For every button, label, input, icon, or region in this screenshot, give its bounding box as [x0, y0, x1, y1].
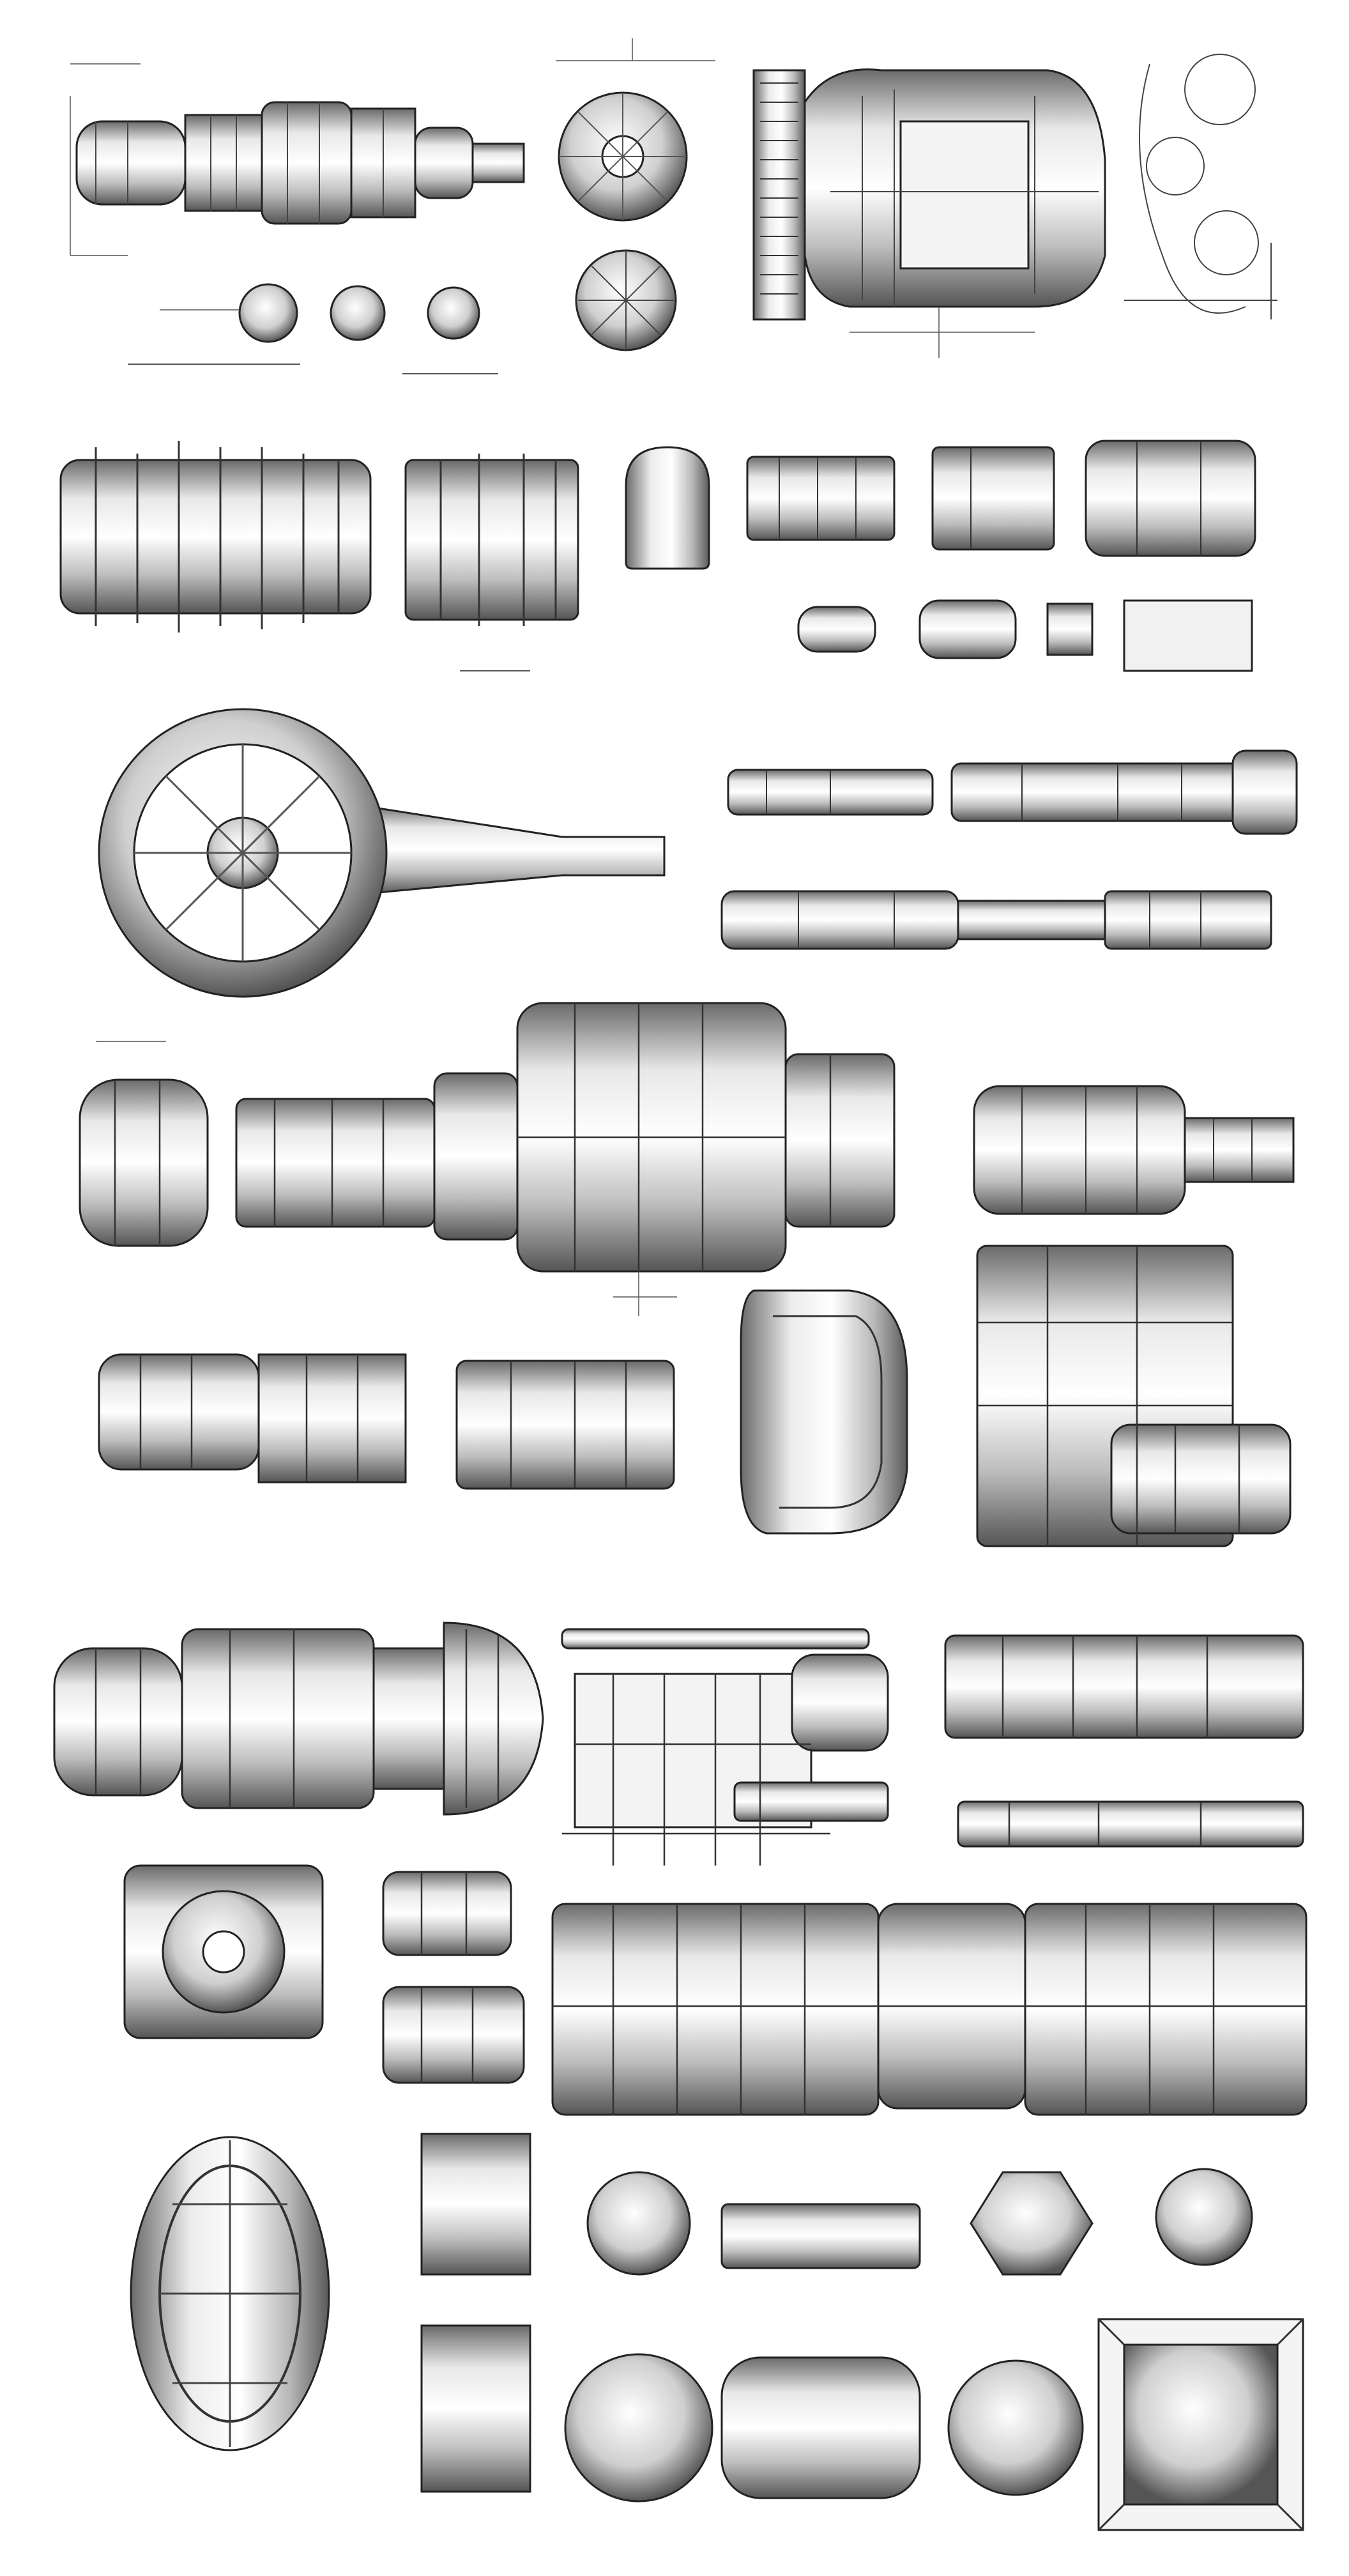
frame-engine-module: [976, 1245, 1292, 1547]
turbine-shaft-assembly: [70, 63, 525, 256]
coupling-parts-row: [746, 440, 1256, 672]
ovoid-cage: [130, 2136, 330, 2451]
large-frame-assembly: [551, 1903, 1307, 2116]
fan-disc-front-view: [556, 38, 715, 222]
bottom-parts-grid: [420, 2133, 1304, 2531]
curved-duct-assembly: [740, 1289, 908, 1535]
small-bearing-row: [128, 283, 498, 374]
cylinder-stack: [98, 1353, 675, 1490]
square-fan-housing: [123, 1864, 324, 2039]
side-engine-module: [973, 1085, 1295, 1215]
long-shaft-assembly: [720, 749, 1298, 950]
wheel-and-arm: [98, 708, 666, 998]
loop-schematic: [1124, 54, 1277, 319]
domed-cap: [625, 446, 710, 570]
mid-housing: [404, 454, 579, 671]
spherical-hub: [575, 249, 677, 351]
turbine-nacelle: [53, 1621, 544, 1816]
radiator-engine-block: [752, 68, 1106, 358]
chassis-frame: [944, 1634, 1304, 1848]
multi-cylinder-housing: [59, 441, 372, 632]
large-engine-assembly: [79, 1002, 896, 1316]
chassis-frame: [561, 1628, 889, 1866]
pump-pair: [382, 1871, 525, 2084]
